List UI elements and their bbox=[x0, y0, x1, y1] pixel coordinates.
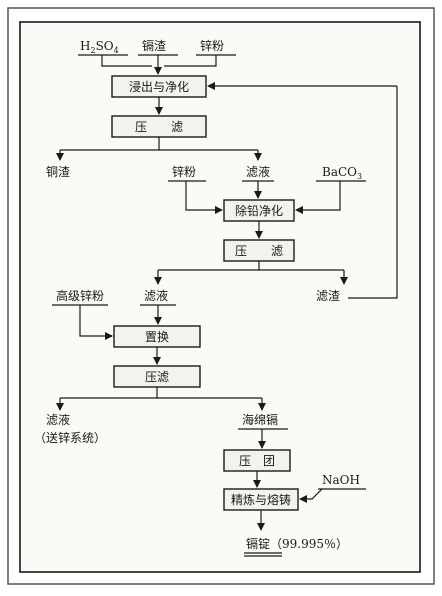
arrow-zinc-to-lead-removal bbox=[185, 181, 223, 214]
output-filter-residue: 滤渣 bbox=[316, 289, 340, 303]
intermediate-filtrate-2: 滤液 bbox=[144, 288, 168, 303]
arrow-baco3-to-lead-removal bbox=[295, 181, 341, 214]
input-h2so4: H2SO4 bbox=[80, 39, 119, 55]
recycle-line bbox=[348, 86, 398, 299]
process-filter-press-3-label: 压滤 bbox=[145, 370, 169, 384]
process-lead-removal-label: 除铅净化 bbox=[235, 203, 283, 218]
input-high-grade-zinc: 高级锌粉 bbox=[56, 288, 104, 303]
output-copper-residue: 铜渣 bbox=[46, 164, 70, 179]
input-zinc-powder: 锌粉 bbox=[200, 39, 224, 53]
connector-zinc-powder bbox=[164, 55, 217, 67]
arrow-naoh-to-refining bbox=[299, 488, 323, 503]
process-filter-press-2-label: 压 滤 bbox=[235, 244, 283, 258]
product-cadmium-ingot: 镉锭（99.995％） bbox=[246, 537, 348, 551]
output-filtrate-3-note: （送锌系统） bbox=[34, 430, 106, 445]
process-refining-casting-label: 精炼与熔铸 bbox=[231, 492, 291, 507]
output-filtrate-3: 滤液 bbox=[46, 412, 70, 427]
connector-h2so4 bbox=[101, 55, 152, 67]
input-cadmium-residue: 镉渣 bbox=[142, 39, 166, 53]
intermediate-filtrate-1: 滤液 bbox=[246, 164, 270, 179]
inner-border bbox=[19, 21, 421, 573]
input-baco3: BaCO3 bbox=[322, 165, 362, 181]
input-naoh: NaOH bbox=[322, 473, 360, 487]
input-zinc-powder-2: 锌粉 bbox=[172, 165, 196, 179]
process-replacement-label: 置换 bbox=[145, 330, 169, 344]
process-leaching-label: 浸出与净化 bbox=[129, 80, 189, 94]
process-filter-press-1-label: 压 滤 bbox=[135, 120, 183, 134]
process-briquetting-label: 压 团 bbox=[239, 454, 275, 468]
intermediate-sponge-cadmium: 海绵镉 bbox=[242, 412, 278, 427]
arrow-zinc-to-replacement bbox=[79, 305, 113, 340]
